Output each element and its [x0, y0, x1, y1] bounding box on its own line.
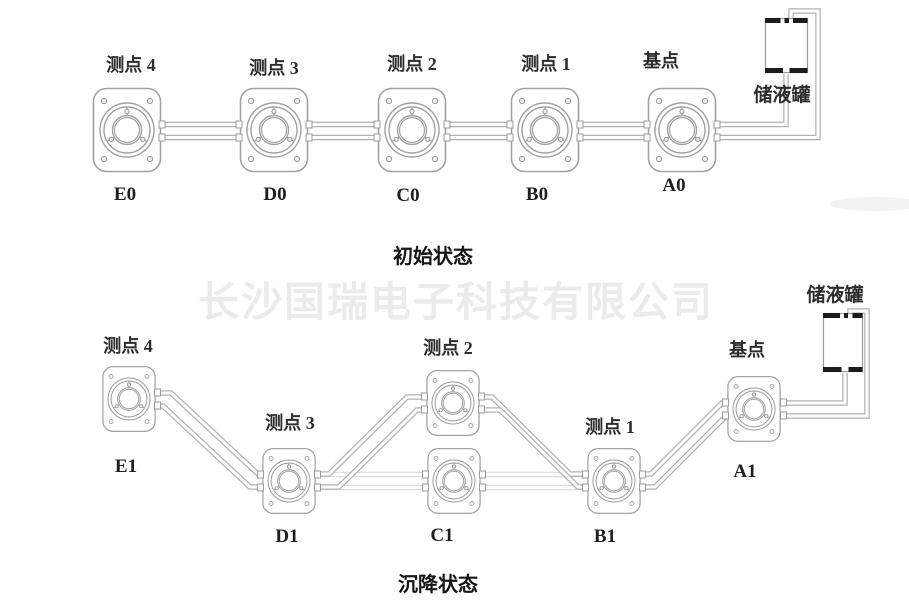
- sensor-C-upper: [426, 370, 480, 436]
- sensor-B0: [510, 87, 580, 173]
- tank-label-initial: 储液罐: [753, 83, 810, 106]
- sensor-id-E0: E0: [114, 184, 136, 205]
- reservoir-tank-settled: [822, 312, 864, 373]
- settled-state-diagram: 测点 4 测点 3 测点 2 测点 1 基点 储液罐 E1 D1 C1 B1 A…: [102, 283, 867, 596]
- sensor-id-D0: D0: [263, 184, 286, 205]
- sensor-B1: [587, 448, 641, 514]
- company-watermark: 长沙国瑞电子科技有限公司: [198, 279, 714, 325]
- point-label-4-settled: 测点 4: [103, 335, 153, 356]
- point-label-2-initial: 测点 2: [387, 53, 437, 74]
- point-label-4-initial: 测点 4: [106, 54, 156, 75]
- sensor-id-B1: B1: [594, 526, 616, 547]
- sensor-id-E1: E1: [115, 456, 137, 477]
- sensor-A0: [647, 87, 717, 173]
- reservoir-tank-initial: [764, 17, 809, 74]
- point-label-3-initial: 测点 3: [249, 57, 299, 78]
- sensor-E0: [92, 87, 162, 173]
- initial-state-diagram: 测点 4 测点 3 测点 2 测点 1 基点 储液罐 E0 D0 C0 B0 A…: [92, 11, 819, 268]
- sensor-id-C1: C1: [430, 525, 453, 546]
- base-point-label-initial: 基点: [642, 50, 679, 71]
- tank-label-settled: 储液罐: [806, 283, 863, 306]
- point-label-3-settled: 测点 3: [265, 412, 315, 433]
- sensor-C1: [427, 448, 481, 514]
- point-label-2-settled: 测点 2: [423, 337, 473, 358]
- point-label-1-initial: 测点 1: [521, 53, 571, 74]
- sensor-D0: [239, 87, 309, 173]
- sensor-id-B0: B0: [526, 184, 548, 205]
- sensor-E1: [102, 366, 156, 432]
- sensor-id-C0: C0: [396, 185, 419, 206]
- base-point-label-settled: 基点: [728, 339, 765, 360]
- background-smudge: [830, 197, 909, 211]
- sensor-id-A0: A0: [662, 175, 685, 196]
- sensor-id-D1: D1: [275, 526, 298, 547]
- settled-state-title: 沉降状态: [398, 572, 478, 596]
- sensor-C0: [377, 87, 447, 173]
- point-label-1-settled: 测点 1: [585, 416, 635, 437]
- sensor-id-A1: A1: [733, 461, 756, 482]
- sensor-A1: [727, 376, 781, 442]
- initial-state-title: 初始状态: [393, 244, 473, 268]
- sensor-D1: [262, 448, 316, 514]
